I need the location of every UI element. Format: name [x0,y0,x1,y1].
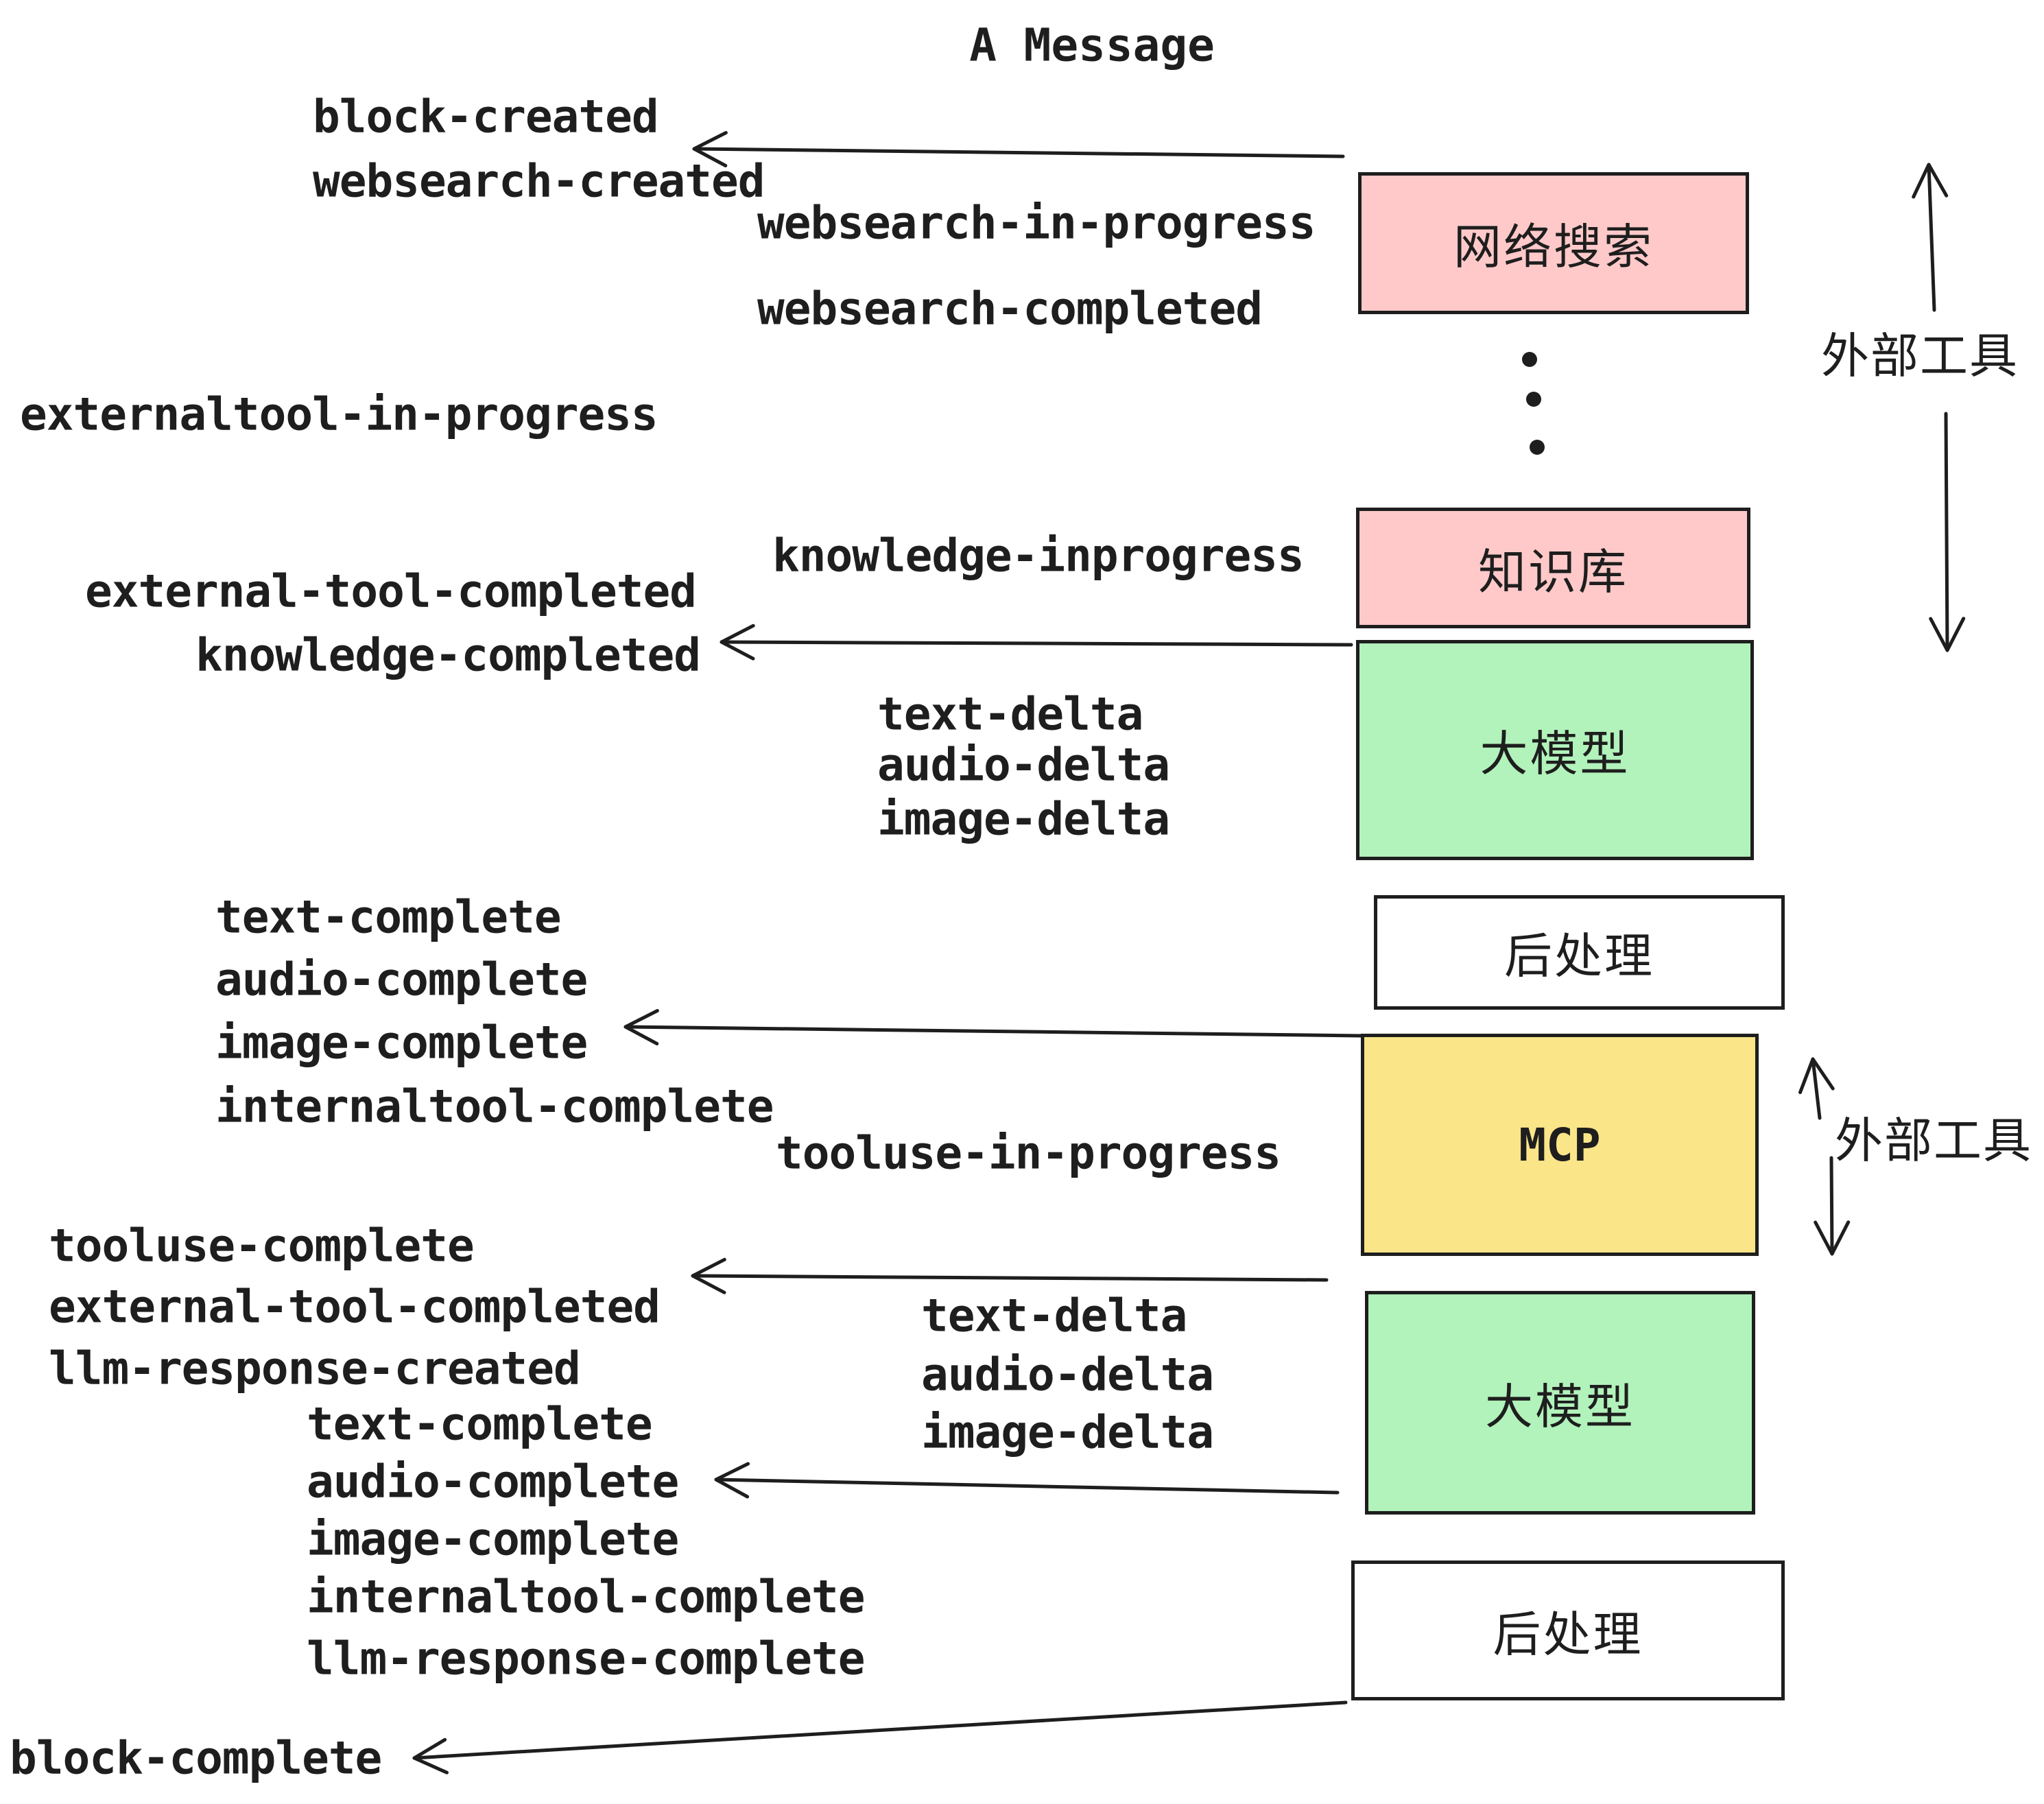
event-label: image-delta [921,1405,1214,1459]
ellipsis-dot [1530,440,1545,455]
flow-box-knowledge-base: 知识库 [1356,508,1750,628]
flow-box-label-llm-2: 大模型 [1485,1378,1635,1435]
event-label: block-complete [10,1731,382,1785]
event-label: audio-delta [877,738,1170,792]
message-arrow-6 [412,1700,1348,1775]
event-label: audio-complete [307,1455,679,1508]
flow-box-label-llm-1: 大模型 [1479,726,1630,782]
event-label: text-complete [215,890,562,944]
event-label: image-complete [215,1016,588,1069]
ellipsis-dot [1526,392,1541,407]
event-label: externaltool-in-progress [20,388,658,441]
flow-box-label-mcp: MCP [1519,1118,1601,1172]
event-label: internaltool-complete [307,1570,865,1624]
flow-box-label-knowledge-base: 知识库 [1478,543,1628,600]
flow-box-mcp: MCP [1361,1034,1759,1256]
event-label: tooluse-in-progress [776,1126,1281,1180]
flow-box-label-postprocess-2: 后处理 [1493,1606,1643,1663]
event-label: knowledge-completed [195,628,701,682]
event-label: image-complete [307,1512,679,1566]
event-label: websearch-created [313,154,765,208]
event-label: text-delta [877,687,1143,741]
event-label: text-delta [921,1289,1187,1342]
event-label: external-tool-completed [49,1280,661,1333]
flow-box-llm-2: 大模型 [1365,1291,1755,1515]
event-label: websearch-in-progress [757,196,1316,250]
external-tools-label-1: 外部工具 [1821,328,2019,384]
event-label: internaltool-complete [215,1080,774,1133]
flow-box-llm-1: 大模型 [1356,640,1754,860]
event-label: block-created [313,90,659,143]
flow-box-label-postprocess-1: 后处理 [1504,928,1654,984]
external-down-arrow-2 [1814,1156,1851,1256]
external-up-arrow-2 [1798,1057,1835,1120]
ellipsis-dot [1522,352,1537,367]
event-label: llm-response-complete [307,1632,865,1685]
flow-box-postprocess-1: 后处理 [1374,895,1785,1010]
flow-box-label-websearch: 网络搜索 [1453,219,1654,275]
message-arrow-3 [623,1009,1363,1046]
message-arrow-4 [691,1257,1329,1294]
message-arrow-2 [720,624,1353,661]
external-up-arrow-1 [1912,163,1949,312]
event-label: text-complete [307,1397,653,1451]
event-label: llm-response-created [49,1342,581,1395]
event-label: audio-complete [215,953,588,1006]
event-label: websearch-completed [757,282,1263,335]
external-down-arrow-1 [1929,412,1966,652]
event-label: tooluse-complete [49,1219,475,1272]
message-arrow-5 [714,1462,1340,1499]
event-label: external-tool-completed [85,565,697,618]
event-label: image-delta [877,792,1170,846]
event-label: audio-delta [921,1348,1214,1401]
event-label: knowledge-inprogress [772,529,1305,582]
external-tools-label-2: 外部工具 [1835,1113,2032,1169]
flow-box-postprocess-2: 后处理 [1351,1560,1785,1700]
message-arrow-1 [692,131,1345,167]
flow-box-websearch: 网络搜索 [1358,172,1749,314]
diagram-title: A Message [969,19,1215,72]
